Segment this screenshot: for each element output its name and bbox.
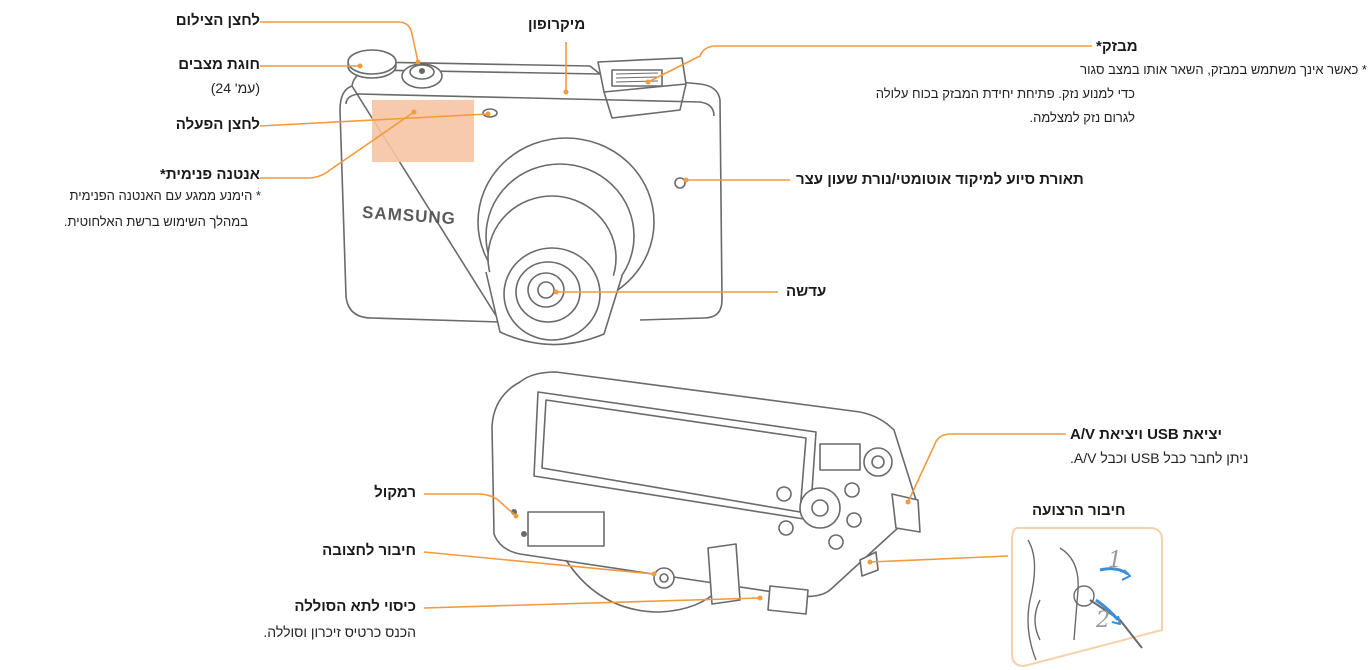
label-lens: עדשה (786, 283, 827, 300)
label-internal-antenna: אנטנה פנימית* (160, 166, 260, 183)
strap-detail-inset (1011, 527, 1163, 667)
flash-note-line-2: כדי למנוע נזק. פתיחת יחידת המבזק בכוח על… (875, 86, 1135, 101)
battery-cover-note: הכנס כרטיס זיכרון וסוללה. (263, 624, 416, 640)
label-mode-dial: חוגת מצבים (178, 56, 260, 73)
label-usb-av-port: יציאת USB ויציאת A/V (1070, 426, 1223, 443)
camera-back (491, 371, 921, 615)
label-af-assist-lamp: תאורת סיוע למיקוד אוטומטי/נורת שעון עצר (796, 171, 1084, 188)
camera-front (339, 49, 723, 346)
strap-step-2: 2 (1096, 608, 1110, 633)
label-strap-eyelet: חיבור הרצועה (1032, 502, 1126, 519)
flash-note-line-1: * כאשר אינך משתמש במבזק, השאר אותו במצב … (1080, 62, 1367, 77)
antenna-note-line-1: * הימנע ממגע עם האנטנה הפנימית (69, 188, 261, 203)
label-speaker: רמקול (374, 484, 416, 501)
antenna-note-line-2: במהלך השימוש ברשת האלחוטית. (63, 214, 248, 229)
label-shutter-button: לחצן הצילום (175, 12, 260, 29)
label-power-button: לחצן הפעלה (175, 116, 260, 133)
flash-note-line-3: לגרום נזק למצלמה. (1029, 110, 1135, 125)
callout-lines (259, 21, 1092, 609)
callout-dots (357, 59, 911, 601)
usb-av-note: ניתן לחבר כבל USB וכבל A/V. (1070, 450, 1249, 466)
label-microphone: מיקרופון (528, 16, 586, 33)
label-battery-cover: כיסוי לתא הסוללה (294, 598, 416, 615)
label-mode-dial-page: (עמ' 24) (210, 80, 260, 96)
antenna-highlight (372, 100, 474, 162)
strap-step-1: 1 (1108, 548, 1122, 573)
label-flash: מבזק* (1096, 38, 1138, 55)
label-tripod-mount: חיבור לחצובה (322, 542, 416, 559)
